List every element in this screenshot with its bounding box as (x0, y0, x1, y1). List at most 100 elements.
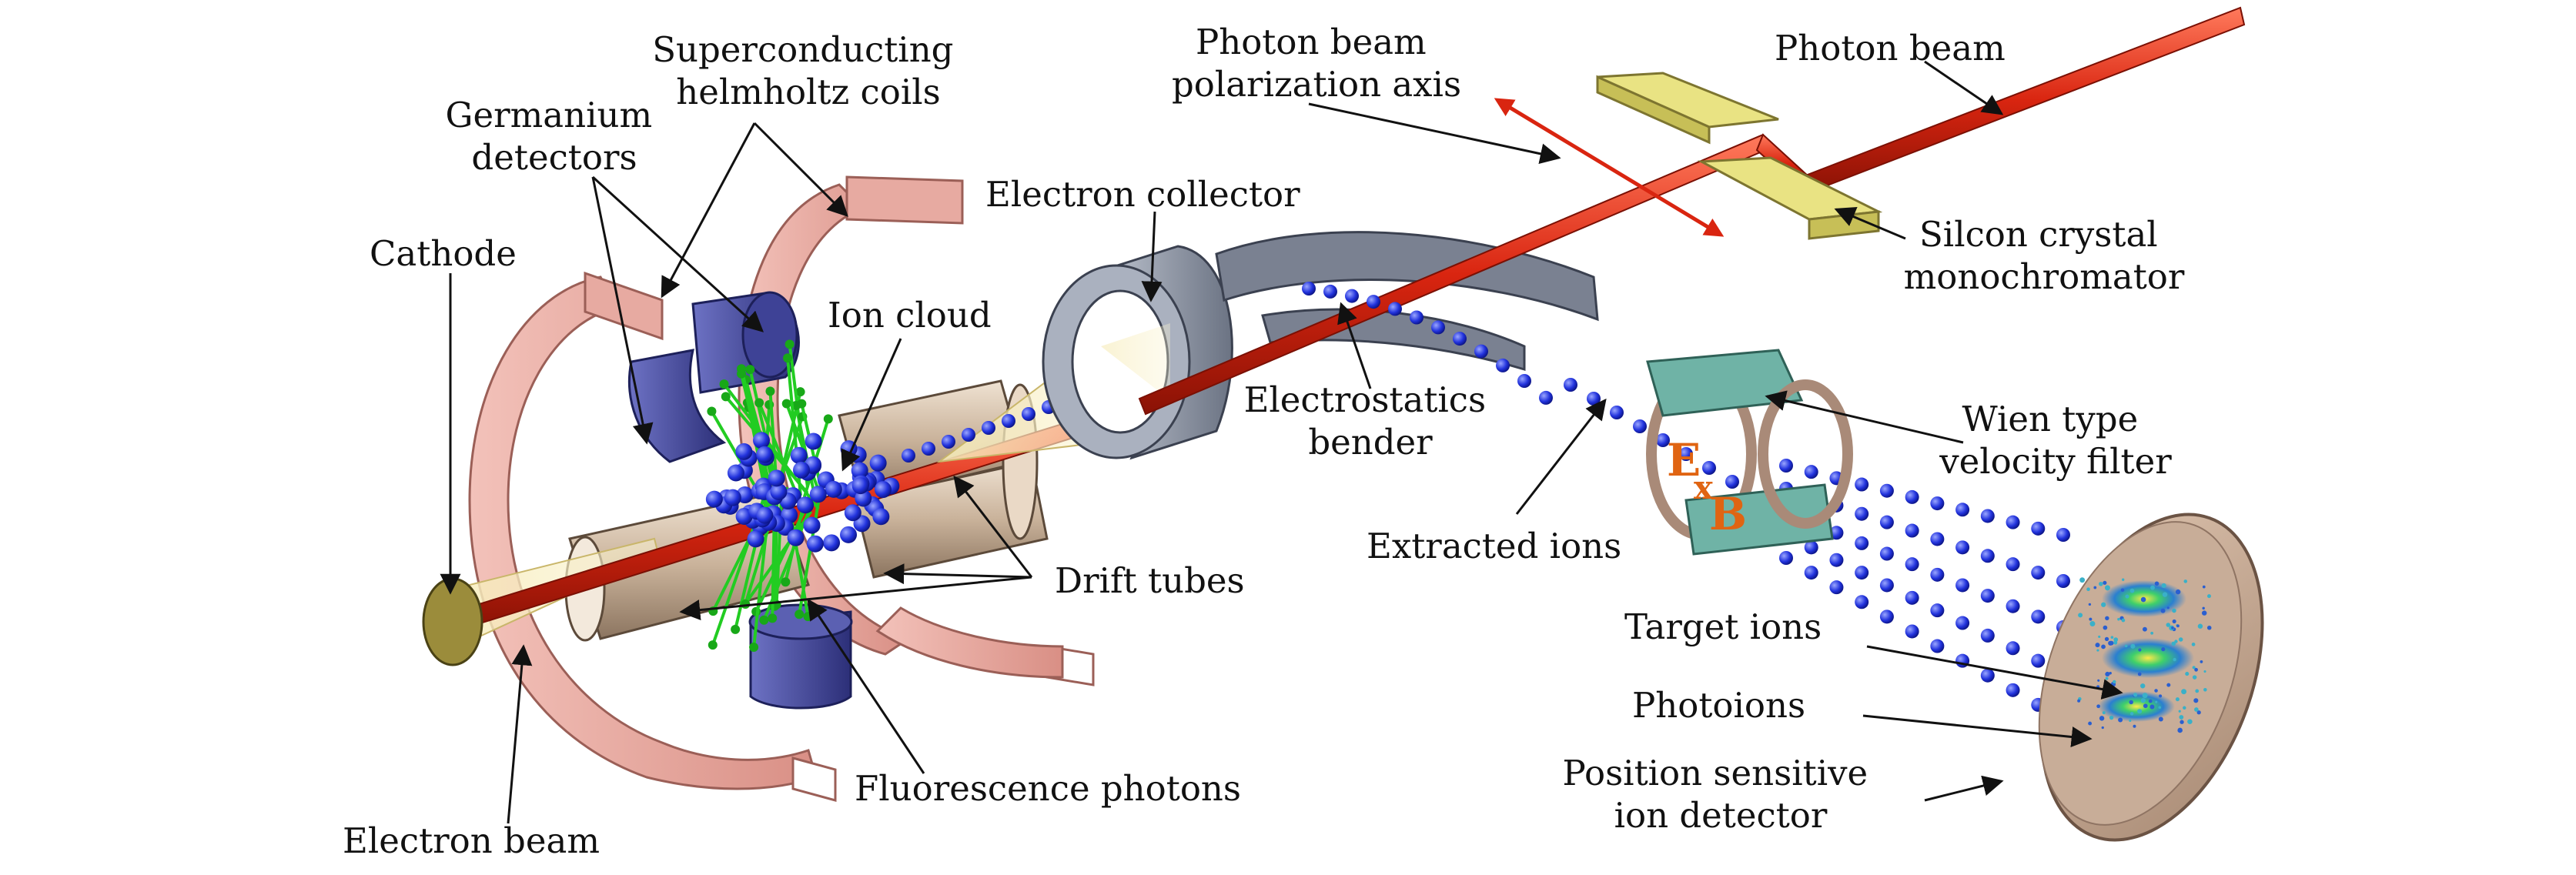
ion (803, 516, 821, 534)
ion (1855, 595, 1869, 609)
leader-electron-collector (1141, 211, 1163, 302)
position-sensitive-detector (2038, 513, 2264, 842)
ion (2006, 515, 2020, 529)
ion (1980, 549, 1995, 563)
ion (844, 504, 861, 522)
label-silicon-crystal: Silcon crystal monochromator (1904, 214, 2185, 297)
speckle (2166, 683, 2171, 687)
speckle (2183, 706, 2186, 710)
leader-drift-tubes-2 (883, 563, 1032, 585)
photon-tip (781, 577, 791, 587)
speckle (2142, 693, 2148, 699)
speckle (2193, 698, 2199, 703)
speckle (2104, 636, 2109, 642)
labels: Superconducting helmholtz coils Germaniu… (343, 22, 2185, 861)
speckle (2129, 712, 2134, 716)
speckle (2172, 608, 2176, 613)
photon-tip (803, 612, 813, 622)
speckle (2187, 719, 2193, 725)
photon-tip (823, 414, 833, 424)
speckle (2178, 637, 2183, 642)
label-fluorescence-photons: Fluorescence photons (855, 768, 1241, 809)
speckle (2191, 643, 2196, 646)
speckle (2102, 711, 2106, 715)
ion (770, 483, 788, 500)
ion (1980, 668, 1995, 683)
leader-photoions (1862, 714, 2093, 747)
ion (2031, 609, 2046, 624)
photon-ray (722, 382, 820, 510)
speckle (2202, 585, 2206, 589)
ion (851, 477, 869, 495)
leader-superconducting-1 (661, 122, 756, 299)
speckle (2175, 589, 2181, 595)
speckle (2162, 592, 2168, 597)
ion (2031, 566, 2046, 580)
ion (1829, 580, 1844, 595)
speckle (2159, 694, 2163, 698)
speckle (2099, 581, 2103, 586)
speckle (2117, 618, 2120, 621)
ion (1879, 515, 1894, 529)
ion (1930, 603, 1945, 618)
ion (840, 526, 858, 543)
ion (1022, 407, 1035, 421)
ion (982, 421, 995, 435)
speckle (2105, 616, 2109, 621)
ion (1804, 566, 1818, 580)
ion (1955, 540, 1970, 555)
ion (874, 481, 892, 499)
leader-position-detector (1924, 775, 2004, 802)
ion (1725, 475, 1739, 489)
speckle (2103, 625, 2108, 630)
speckle (2101, 602, 2106, 607)
speckle (2171, 641, 2176, 646)
ion (1496, 358, 1510, 372)
speckle (2098, 635, 2101, 638)
speckle (2095, 643, 2100, 648)
speckle (2158, 716, 2163, 722)
speckle (2200, 660, 2203, 663)
photon-tip (719, 379, 729, 389)
ion (1779, 551, 1793, 565)
ion (805, 432, 822, 450)
ion (1955, 616, 1970, 630)
ion (727, 464, 744, 482)
label-drift-tubes: Drift tubes (1055, 560, 1245, 601)
ion (1002, 414, 1015, 428)
ion (1905, 523, 1919, 538)
speckle (2129, 588, 2135, 593)
speckle (2099, 716, 2105, 721)
speckle (2077, 699, 2081, 703)
ion (1804, 465, 1818, 479)
speckle (2192, 675, 2197, 680)
ion (1855, 477, 1869, 492)
leader-target-ions (1866, 645, 2123, 700)
ion (1453, 332, 1467, 346)
ion (1930, 567, 1945, 582)
photon-tip (795, 387, 805, 397)
speckle (2088, 603, 2092, 606)
ion (1879, 546, 1894, 561)
ion (1855, 566, 1869, 580)
photon-tip (795, 609, 805, 620)
speckle (2133, 693, 2138, 697)
label-photoions: Photoions (1632, 685, 1805, 726)
ion (1302, 282, 1316, 296)
ion (922, 442, 935, 456)
photon-tip (785, 339, 795, 349)
ion (1633, 419, 1647, 433)
ion (2006, 557, 2020, 572)
speckle (2155, 700, 2158, 703)
speckle (2173, 657, 2176, 662)
speckle (2175, 697, 2180, 702)
helmholtz-coil-front-end (791, 756, 837, 802)
leader-germanium-2 (591, 175, 764, 332)
ion (1855, 506, 1869, 521)
leader-bender (1337, 302, 1372, 389)
ion-spot-middle (2102, 638, 2194, 678)
ion (1879, 609, 1894, 624)
speckle (2137, 709, 2143, 714)
speckle (2194, 707, 2199, 712)
speckle (2086, 587, 2090, 592)
